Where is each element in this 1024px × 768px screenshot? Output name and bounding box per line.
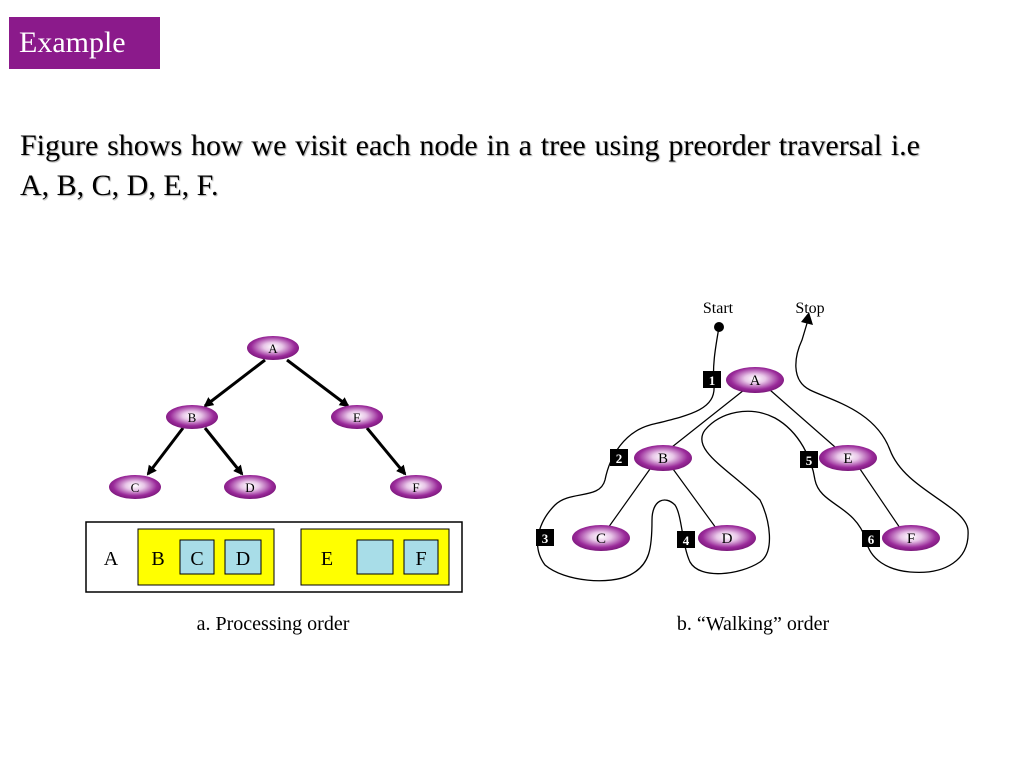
stop-label: Stop xyxy=(795,300,824,317)
walking-order-tree: Start Stop A B E C D F 1 xyxy=(536,300,969,582)
box-label-e: E xyxy=(321,548,333,570)
edge-b-d xyxy=(203,427,244,476)
caption-processing-order: a. Processing order xyxy=(197,613,350,635)
walk-node-e: E xyxy=(819,445,877,471)
tree-node-b-label: B xyxy=(188,410,197,425)
box-label-f: F xyxy=(415,548,426,570)
step-badge-3-label: 3 xyxy=(542,531,549,546)
start-label: Start xyxy=(703,300,734,317)
edge-e-f xyxy=(365,427,407,476)
step-badge-5-label: 5 xyxy=(806,453,813,468)
walk-node-f: F xyxy=(882,525,940,551)
step-badge-1: 1 xyxy=(703,371,721,388)
processing-order-boxes: A B C D E F xyxy=(85,521,463,593)
tree-node-f: F xyxy=(390,475,442,499)
cell-empty xyxy=(356,539,394,575)
tree-node-c: C xyxy=(109,475,161,499)
tree-node-a-label: A xyxy=(268,341,278,356)
box-label-a: A xyxy=(104,548,119,570)
walk-edge-b-c xyxy=(607,468,651,529)
walk-edge-a-b xyxy=(671,389,745,448)
walk-edge-a-e xyxy=(769,389,836,448)
walk-node-d-label: D xyxy=(722,531,733,547)
caption-walking-order: b. “Walking” order xyxy=(677,613,830,635)
tree-node-e: E xyxy=(331,405,383,429)
walk-node-b: B xyxy=(634,445,692,471)
step-badge-4: 4 xyxy=(677,531,695,548)
box-label-b: B xyxy=(151,548,164,570)
box-label-d: D xyxy=(236,548,250,570)
tree-node-d: D xyxy=(224,475,276,499)
walk-node-b-label: B xyxy=(658,451,668,467)
stop-arrowhead xyxy=(801,312,813,325)
step-badge-4-label: 4 xyxy=(683,533,690,548)
walk-edge-b-d xyxy=(672,468,717,529)
tree-node-e-label: E xyxy=(353,410,361,425)
processing-order-tree: A B E C D F xyxy=(109,336,442,499)
walk-node-d: D xyxy=(698,525,756,551)
walk-node-a-label: A xyxy=(750,373,761,389)
edge-a-b xyxy=(203,358,266,408)
cell-d xyxy=(224,539,262,575)
walk-node-e-label: E xyxy=(843,451,852,467)
step-badge-2: 2 xyxy=(610,449,628,466)
walk-node-c-label: C xyxy=(596,531,606,547)
edge-a-e xyxy=(286,358,350,408)
edge-b-c xyxy=(146,427,185,476)
cell-f xyxy=(403,539,439,575)
walking-path xyxy=(536,319,969,582)
step-badge-6: 6 xyxy=(862,530,880,547)
slide-body-text: Figure shows how we visit each node in a… xyxy=(20,129,920,202)
tree-node-d-label: D xyxy=(245,480,254,495)
walk-node-c: C xyxy=(572,525,630,551)
step-badge-1-label: 1 xyxy=(709,373,716,388)
slide-title: Example xyxy=(9,17,160,69)
tree-node-b: B xyxy=(166,405,218,429)
walk-node-f-label: F xyxy=(907,531,915,547)
start-dot xyxy=(714,322,724,332)
box-label-c: C xyxy=(190,548,203,570)
step-badge-3: 3 xyxy=(536,529,554,546)
walk-node-a: A xyxy=(726,367,784,393)
step-badge-5: 5 xyxy=(800,451,818,468)
tree-node-a: A xyxy=(247,336,299,360)
cell-c xyxy=(179,539,215,575)
step-badge-2-label: 2 xyxy=(616,451,623,466)
walk-edge-e-f xyxy=(859,468,901,529)
tree-node-f-label: F xyxy=(412,480,419,495)
tree-node-c-label: C xyxy=(131,480,140,495)
step-badge-6-label: 6 xyxy=(868,532,875,547)
